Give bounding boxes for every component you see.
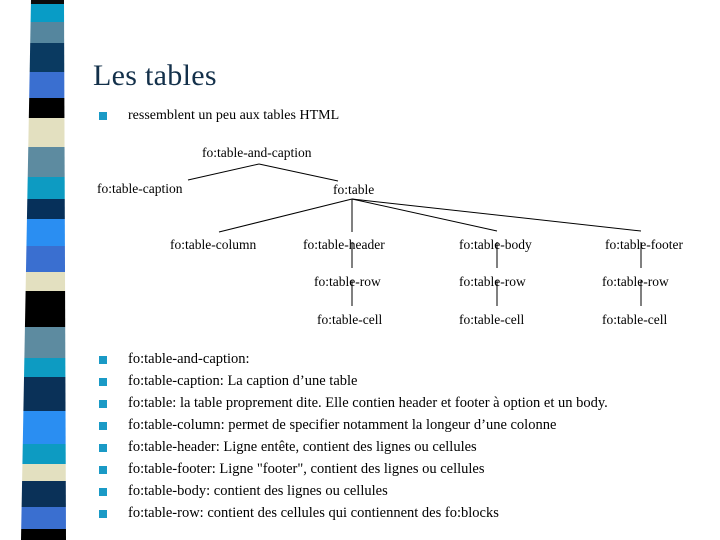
stripe-band bbox=[21, 507, 66, 529]
intro-bullet-label: ressemblent un peu aux tables HTML bbox=[128, 108, 340, 123]
list-item-label: fo:table: la table proprement dite. Elle… bbox=[128, 395, 608, 411]
square-bullet-icon bbox=[99, 112, 107, 120]
tree-node-table-body: fo:table-body bbox=[459, 237, 532, 252]
tree-node-body-row: fo:table-row bbox=[459, 274, 526, 289]
tree-node-table-footer: fo:table-footer bbox=[605, 237, 683, 252]
tree-node-table-column: fo:table-column bbox=[170, 237, 257, 252]
square-bullet-icon bbox=[99, 378, 107, 386]
tree-edge-table-to-table-body bbox=[351, 198, 498, 232]
list-item: fo:table-row: contient des cellules qui … bbox=[99, 504, 699, 526]
tree-node-table-header: fo:table-header bbox=[303, 237, 385, 252]
square-bullet-icon bbox=[99, 510, 107, 518]
tree-node-table-and-caption: fo:table-and-caption bbox=[202, 145, 312, 160]
list-item-label: fo:table-column: permet de specifier not… bbox=[128, 417, 557, 433]
list-item: fo:table-body: contient des lignes ou ce… bbox=[99, 482, 699, 504]
square-bullet-icon bbox=[99, 444, 107, 452]
stripe-band bbox=[21, 481, 66, 507]
decorative-stripe bbox=[21, 0, 66, 540]
tree-edge-table-to-table-column bbox=[218, 198, 353, 233]
tree-node-footer-row: fo:table-row bbox=[602, 274, 669, 289]
stripe-band bbox=[21, 529, 66, 540]
tree-edge-table-and-caption-to-table-caption bbox=[187, 163, 260, 181]
stripe-band bbox=[25, 272, 66, 291]
description-bullet-list: fo:table-and-caption: fo:table-caption: L… bbox=[99, 350, 699, 526]
stripe-band bbox=[24, 327, 66, 358]
list-item: fo:table-caption: La caption d’une table bbox=[99, 372, 699, 394]
tree-edge-table-to-table-footer bbox=[351, 198, 642, 232]
stripe-band bbox=[27, 177, 65, 199]
stripe-band bbox=[26, 219, 65, 246]
tree-node-table-caption: fo:table-caption bbox=[97, 181, 183, 196]
stripe-band bbox=[28, 98, 65, 118]
list-item: fo:table: la table proprement dite. Elle… bbox=[99, 394, 699, 416]
list-item: fo:table-and-caption: bbox=[99, 350, 699, 372]
square-bullet-icon bbox=[99, 488, 107, 496]
stripe-band bbox=[24, 291, 66, 327]
stripe-band bbox=[25, 246, 66, 272]
stripe-band bbox=[28, 118, 65, 147]
stripe-band bbox=[24, 358, 66, 377]
square-bullet-icon bbox=[99, 422, 107, 430]
tree-edge-table-and-caption-to-table bbox=[258, 163, 339, 182]
stripe-band bbox=[29, 43, 65, 72]
square-bullet-icon bbox=[99, 356, 107, 364]
intro-bullet-item: ressemblent un peu aux tables HTML bbox=[99, 107, 339, 124]
square-bullet-icon bbox=[99, 466, 107, 474]
tree-node-footer-cell: fo:table-cell bbox=[602, 312, 668, 327]
tree-node-body-cell: fo:table-cell bbox=[459, 312, 525, 327]
list-item: fo:table-header: Ligne entête, contient … bbox=[99, 438, 699, 460]
list-item-label: fo:table-and-caption: bbox=[128, 351, 250, 367]
stripe-band bbox=[30, 0, 65, 4]
list-item: fo:table-footer: Ligne "footer", contien… bbox=[99, 460, 699, 482]
stripe-band bbox=[30, 4, 65, 22]
stripe-band bbox=[22, 411, 66, 444]
square-bullet-icon bbox=[99, 400, 107, 408]
stripe-band bbox=[30, 22, 65, 43]
tree-node-header-row: fo:table-row bbox=[314, 274, 381, 289]
list-item-label: fo:table-row: contient des cellules qui … bbox=[128, 505, 499, 521]
list-item-label: fo:table-footer: Ligne "footer", contien… bbox=[128, 461, 485, 477]
list-item-label: fo:table-body: contient des lignes ou ce… bbox=[128, 483, 388, 499]
stripe-band bbox=[27, 147, 65, 177]
list-item-label: fo:table-caption: La caption d’une table bbox=[128, 373, 358, 389]
list-item: fo:table-column: permet de specifier not… bbox=[99, 416, 699, 438]
stripe-band bbox=[22, 464, 66, 481]
tree-node-table: fo:table bbox=[333, 182, 375, 197]
tree-node-header-cell: fo:table-cell bbox=[317, 312, 383, 327]
stripe-band bbox=[23, 377, 66, 411]
page-title: Les tables bbox=[93, 59, 217, 92]
stripe-band bbox=[26, 199, 65, 219]
list-item-label: fo:table-header: Ligne entête, contient … bbox=[128, 439, 477, 455]
stripe-band bbox=[29, 72, 65, 98]
stripe-band bbox=[22, 444, 66, 464]
